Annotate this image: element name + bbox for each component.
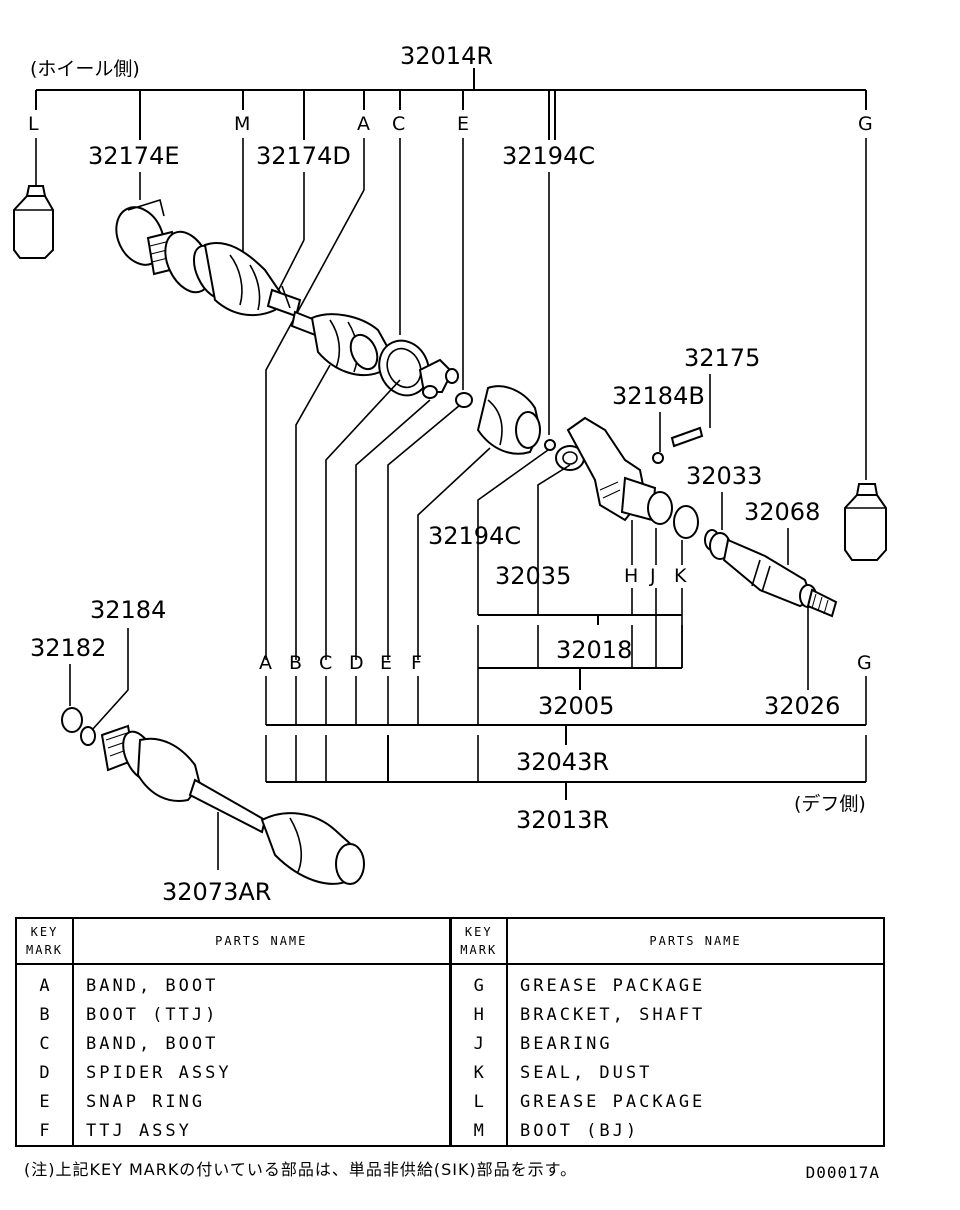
top-letter-c: C	[392, 113, 405, 135]
name-cell: BEARING	[506, 1029, 885, 1058]
bottom-letter-a: A	[259, 652, 272, 674]
part-32184B: 32184B	[612, 382, 705, 410]
name-cell: SEAL, DUST	[506, 1058, 885, 1087]
part-32013R: 32013R	[516, 806, 609, 834]
diff-side-label: (デフ側)	[794, 793, 866, 815]
key-cell: D	[15, 1058, 74, 1087]
bottom-letter-e: E	[380, 652, 392, 674]
part-32018: 32018	[556, 636, 632, 664]
table-row: E SNAP RING L GREASE PACKAGE	[15, 1087, 885, 1116]
bracket-32018	[477, 614, 683, 725]
grease-package-l	[13, 185, 54, 259]
footnote: (注)上記KEY MARKの付いている部品は、単品非供給(SIK)部品を示す。	[24, 1160, 578, 1179]
part-32182: 32182	[30, 634, 106, 662]
diff-stub-shaft	[704, 529, 838, 618]
leader-32184	[91, 628, 129, 731]
drive-shaft-assembly	[61, 707, 365, 885]
mid-leaders	[295, 364, 571, 660]
part-32194C-top: 32194C	[502, 142, 595, 170]
letter-h: H	[624, 565, 638, 587]
diagram-code: D00017A	[805, 1163, 880, 1182]
name-cell: BOOT (BJ)	[506, 1116, 885, 1146]
wheel-side-label: (ホイール側)	[30, 58, 140, 80]
name-cell: BOOT (TTJ)	[72, 1000, 452, 1029]
name-cell: GREASE PACKAGE	[506, 964, 885, 1000]
key-cell: G	[449, 964, 508, 1000]
letter-j: J	[649, 565, 656, 587]
table-row: D SPIDER ASSY K SEAL, DUST	[15, 1058, 885, 1087]
part-32043R: 32043R	[516, 748, 609, 776]
bottom-letter-b: B	[289, 652, 302, 674]
bottom-letter-f: F	[411, 652, 422, 674]
table-row: B BOOT (TTJ) H BRACKET, SHAFT	[15, 1000, 885, 1029]
right-leaders: 32175 32184B 32033 32068	[612, 344, 820, 690]
table-row: F TTJ ASSY M BOOT (BJ)	[15, 1116, 885, 1146]
part-32014R: 32014R	[400, 42, 493, 70]
name-cell: BRACKET, SHAFT	[506, 1000, 885, 1029]
hjk-letters: H J K	[624, 520, 687, 668]
table-row: C BAND, BOOT J BEARING	[15, 1029, 885, 1058]
key-cell: M	[449, 1116, 508, 1146]
top-letter-e: E	[457, 113, 469, 135]
name-cell: SNAP RING	[72, 1087, 452, 1116]
top-letter-m: M	[234, 113, 250, 135]
outer-joint-assembly	[115, 198, 302, 318]
name-cell: BAND, BOOT	[72, 1029, 452, 1058]
exploded-parts-diagram: (ホイール側) 32014R L M A C E G 32174E 32174D…	[13, 42, 887, 906]
key-cell: E	[15, 1087, 74, 1116]
key-cell: H	[449, 1000, 508, 1029]
grease-package-g	[844, 483, 887, 561]
bracket-32043R	[265, 676, 867, 745]
key-cell: J	[449, 1029, 508, 1058]
part-32073AR: 32073AR	[162, 878, 271, 906]
bracket-32005	[478, 667, 682, 690]
bottom-letter-c: C	[319, 652, 332, 674]
part-32174D: 32174D	[256, 142, 351, 170]
part-32068: 32068	[744, 498, 820, 526]
part-32174E: 32174E	[88, 142, 180, 170]
part-32175: 32175	[684, 344, 760, 372]
top-letters: L M A C E G	[28, 113, 873, 135]
top-leaders	[35, 138, 867, 660]
key-cell: F	[15, 1116, 74, 1146]
bottom-letters: A B C D E F G	[259, 652, 872, 674]
top-letter-l: L	[28, 113, 39, 135]
key-cell: L	[449, 1087, 508, 1116]
bottom-letter-d: D	[349, 652, 364, 674]
name-cell: BAND, BOOT	[72, 964, 452, 1000]
name-cell: GREASE PACKAGE	[506, 1087, 885, 1116]
part-32033: 32033	[686, 462, 762, 490]
top-bracket	[35, 68, 867, 140]
top-letter-g: G	[858, 113, 873, 135]
key-cell: B	[15, 1000, 74, 1029]
header-parts-name-left: PARTS NAME	[72, 918, 452, 965]
name-cell: TTJ ASSY	[72, 1116, 452, 1146]
inner-boot-spider	[290, 310, 473, 408]
part-32184: 32184	[90, 596, 166, 624]
top-letter-a: A	[357, 113, 370, 135]
bracket-32013R	[265, 735, 867, 800]
part-32005: 32005	[538, 692, 614, 720]
letter-k: K	[674, 565, 687, 587]
part-32026: 32026	[764, 692, 840, 720]
bottom-letter-g: G	[857, 652, 872, 674]
key-cell: K	[449, 1058, 508, 1087]
table-row: A BAND, BOOT G GREASE PACKAGE	[15, 964, 885, 1000]
header-parts-name-right: PARTS NAME	[506, 918, 885, 965]
key-cell: C	[15, 1029, 74, 1058]
part-32035: 32035	[495, 562, 571, 590]
part-32194C-mid: 32194C	[428, 522, 521, 550]
name-cell: SPIDER ASSY	[72, 1058, 452, 1087]
key-cell: A	[15, 964, 74, 1000]
ttj-housing-bracket	[476, 385, 704, 539]
